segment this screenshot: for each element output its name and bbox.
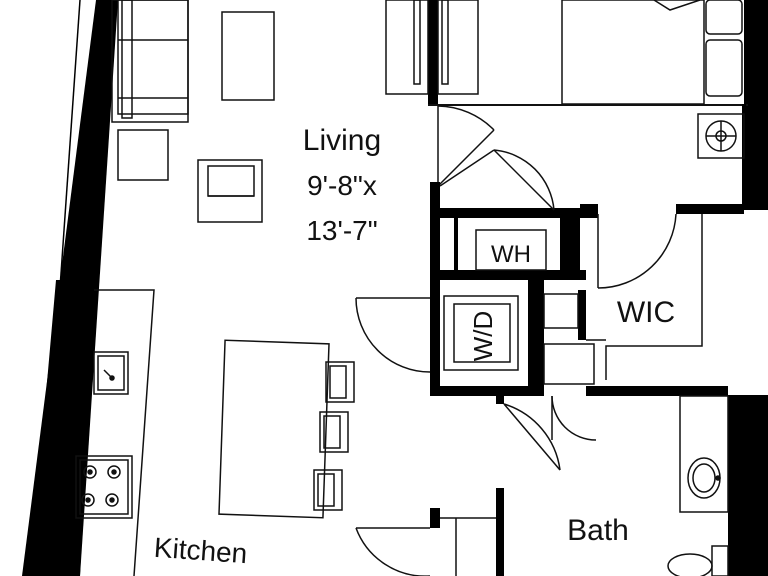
kitchen-counter xyxy=(94,289,155,576)
linen-closet xyxy=(543,293,595,385)
kitchen-label: Kitchen xyxy=(153,532,248,569)
exterior-wall-right-lower xyxy=(728,395,768,576)
washer-dryer-label: W/D xyxy=(468,311,498,362)
bath-walls xyxy=(430,396,504,576)
utility-walls xyxy=(430,182,744,396)
sofa xyxy=(111,0,189,123)
wic-label: WIC xyxy=(617,296,675,329)
bed xyxy=(561,0,743,105)
kitchen-island xyxy=(218,339,330,519)
wall-edge xyxy=(39,0,81,576)
bar-stools xyxy=(313,361,355,511)
fan-icon xyxy=(697,113,745,159)
living-label: Living xyxy=(303,124,381,157)
bedroom-door xyxy=(437,105,495,187)
sink-icon xyxy=(93,351,129,395)
water-heater-label: WH xyxy=(491,241,531,268)
closet-sliding-doors xyxy=(385,0,479,95)
cooktop-icon xyxy=(75,455,133,519)
living-dimension-line1: 9'-8"x xyxy=(307,170,377,201)
water-heater xyxy=(475,229,547,271)
entry-door xyxy=(355,517,496,576)
hall-closet-door xyxy=(439,149,555,211)
wic-shelves xyxy=(586,214,703,380)
partition-wall xyxy=(428,0,438,104)
bath-door xyxy=(503,395,597,471)
washer-dryer xyxy=(443,295,519,371)
vanity xyxy=(679,395,729,513)
laundry-door xyxy=(355,297,431,373)
living-dimension-line2: 13'-7" xyxy=(306,215,377,246)
armchair xyxy=(197,159,263,223)
ottoman xyxy=(117,129,169,181)
bedroom-partition-bottom xyxy=(428,104,748,210)
coffee-table xyxy=(221,11,275,101)
bath-label: Bath xyxy=(567,514,629,547)
exterior-wall-left-lower xyxy=(30,280,94,576)
toilet xyxy=(667,545,729,576)
wic-door xyxy=(597,213,677,289)
